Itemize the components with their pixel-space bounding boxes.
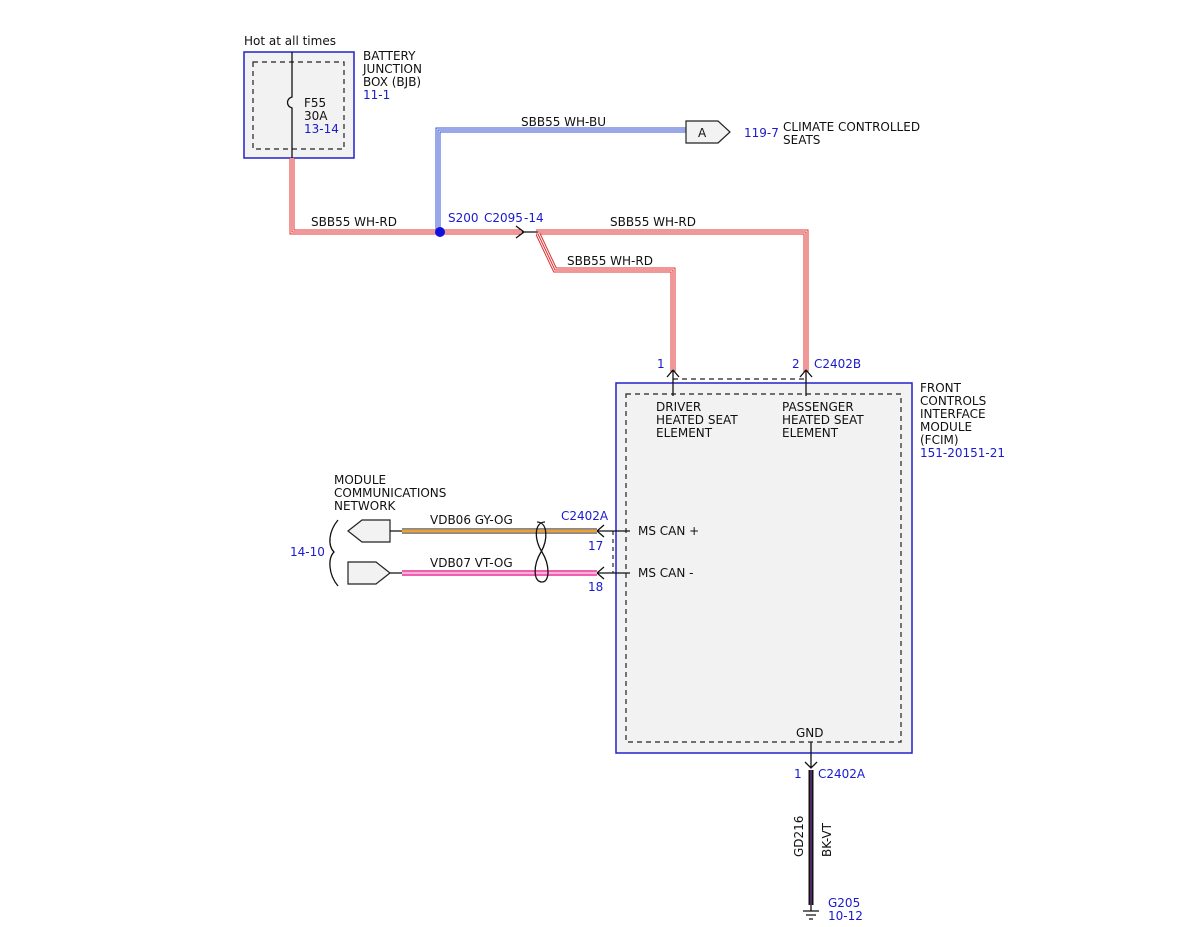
fuse-rating: 30A [304,109,328,123]
driver-element-line-1: DRIVER [656,400,701,414]
ground-color-label: BK-VT [820,822,834,857]
inline-connector-c2095[interactable] [515,225,538,239]
fcim-name-line-4: MODULE [920,420,972,434]
gnd-connector: C2402A [818,767,866,781]
driver-element-line-3: ELEMENT [656,426,713,440]
off-page-connector-a [685,120,731,144]
fcim-name-line-3: INTERFACE [920,407,986,421]
pin-2-connector [799,369,813,396]
network-name-line-3: NETWORK [334,499,397,513]
passenger-element-line-3: ELEMENT [782,426,839,440]
battery-junction-box[interactable]: Hot at all times F55 30A 13-14 BATTERY J… [243,34,422,159]
ground-circuit-label: GD216 [792,816,806,857]
ground-name: G205 [828,896,860,910]
gnd-pin-connector [804,742,818,769]
bjb-name-line-3: BOX (BJB) [363,75,421,89]
fuse-ref: 13-14 [304,122,339,136]
ground-icon [803,905,819,920]
wire-ground[interactable]: GD216 BK-VT [792,770,834,905]
network-ref: 14-10 [290,545,325,559]
splice-s200[interactable] [435,227,445,237]
wire-to-passenger-element[interactable]: SBB55 WH-RD [536,215,809,372]
pin-driver: 1 [657,357,665,371]
splice-connector-pin: -14 [524,211,544,225]
passenger-element-line-1: PASSENGER [782,400,854,414]
gnd-pin: 1 [794,767,802,781]
wire-label-driver: SBB55 WH-RD [567,254,653,268]
wire-to-driver-element[interactable]: SBB55 WH-RD [535,232,676,372]
passenger-element-line-2: HEATED SEAT [782,413,864,427]
splice-name: S200 [448,211,479,225]
pin-1-connector [666,369,680,396]
can-minus-label: MS CAN - [638,566,694,580]
connector-c2402a-can: C2402A [561,509,609,523]
wire-label-can-plus: VDB06 GY-OG [430,513,513,527]
climate-connector-letter: A [698,126,707,140]
fuse-symbol [286,52,293,158]
wire-can-minus[interactable]: VDB07 VT-OG [402,556,597,576]
bjb-name-line-2: JUNCTION [362,62,422,76]
climate-seats-reference[interactable]: A 119-7 CLIMATE CONTROLLED SEATS [685,120,920,147]
gnd-label: GND [796,726,824,740]
fcim-ref: 151-20151-21 [920,446,1005,460]
climate-name-line-1: CLIMATE CONTROLLED [783,120,920,134]
splice-connector: C2095 [484,211,523,225]
pin-passenger: 2 [792,357,800,371]
supply-label: Hot at all times [244,34,336,48]
ground-ref: 10-12 [828,909,863,923]
network-name-line-2: COMMUNICATIONS [334,486,446,500]
fcim-name-line-1: FRONT [920,381,962,395]
ground-g205[interactable]: G205 10-12 [803,896,863,923]
bjb-ref: 11-1 [363,88,390,102]
pin-can-minus: 18 [588,580,603,594]
climate-name-line-2: SEATS [783,133,820,147]
wire-can-plus[interactable]: VDB06 GY-OG [402,513,597,534]
wire-bjb-to-splice[interactable]: SBB55 WH-RD [289,158,440,235]
wire-label-passenger: SBB55 WH-RD [610,215,696,229]
wire-label-can-minus: VDB07 VT-OG [430,556,513,570]
fcim-name-line-5: (FCIM) [920,433,959,447]
wire-label-climate: SBB55 WH-BU [521,115,606,129]
fuse-name: F55 [304,96,326,110]
can-plus-off-page-connector [347,519,391,543]
fcim-module[interactable]: 1 2 C2402B DRIVER HEATED SEAT ELEMENT PA… [561,357,1005,781]
bjb-name-line-1: BATTERY [363,49,416,63]
network-bracket [329,519,339,587]
driver-element-line-2: HEATED SEAT [656,413,738,427]
twisted-pair-symbol [534,521,549,583]
can-plus-label: MS CAN + [638,524,699,538]
pin-can-plus: 17 [588,539,603,553]
wire-to-climate-seats[interactable]: SBB55 WH-BU [435,115,688,232]
climate-page-ref: 119-7 [744,126,779,140]
fcim-name-line-2: CONTROLS [920,394,986,408]
can-minus-off-page-connector [347,561,391,585]
network-name-line-1: MODULE [334,473,386,487]
module-communications-network[interactable]: MODULE COMMUNICATIONS NETWORK 14-10 [290,473,446,587]
wire-label-bjb: SBB55 WH-RD [311,215,397,229]
connector-c2402b: C2402B [814,357,861,371]
